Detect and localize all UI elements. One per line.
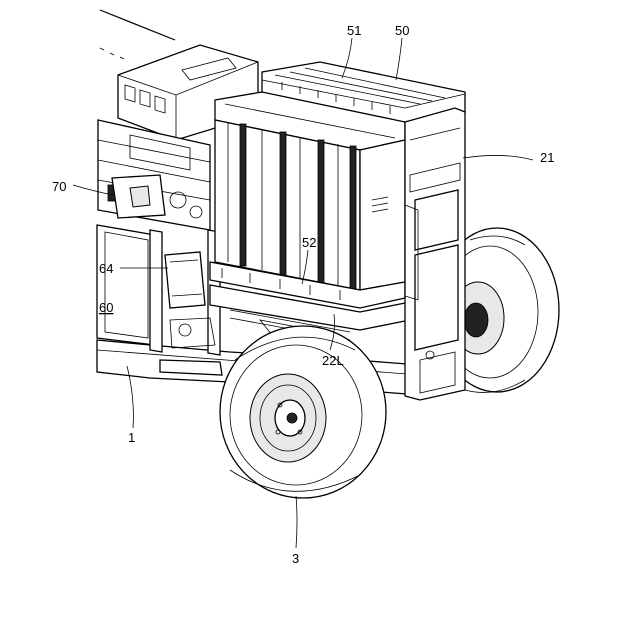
side-bracket — [405, 108, 465, 400]
label-21: 21 — [540, 150, 554, 165]
front-wheel — [220, 326, 386, 498]
label-70: 70 — [52, 179, 66, 194]
label-64: 64 — [99, 261, 113, 276]
label-22L: 22L — [322, 353, 344, 368]
label-50: 50 — [395, 23, 409, 38]
label-1: 1 — [128, 430, 135, 445]
label-52: 52 — [302, 235, 316, 250]
label-60: 60 — [99, 300, 113, 315]
label-3: 3 — [292, 551, 299, 566]
label-51: 51 — [347, 23, 361, 38]
